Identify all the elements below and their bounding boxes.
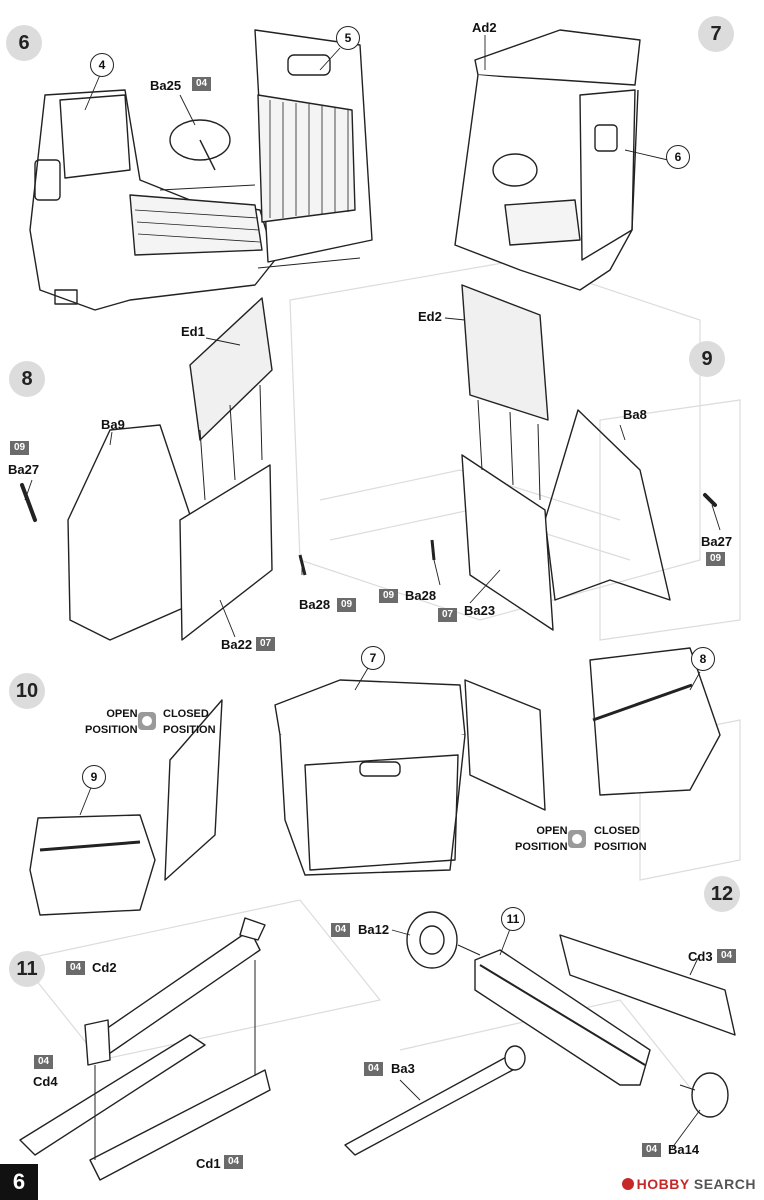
label-Ed2: Ed2 xyxy=(418,309,442,324)
step-badge-6: 6 xyxy=(6,25,42,61)
step7-cab-assembly xyxy=(454,29,641,291)
label-Ba28-left: Ba28 xyxy=(299,597,331,612)
code-Ba28-left: 09 xyxy=(337,598,357,612)
label-closed-position-right: CLOSED POSITION xyxy=(594,825,647,853)
watermark: HOBBY SEARCH xyxy=(621,1176,756,1192)
step-badge-9: 9 xyxy=(689,341,725,377)
label-Ad2: Ad2 xyxy=(472,20,497,35)
callout-part-6: 6 xyxy=(666,145,690,169)
callout-part-7: 7 xyxy=(361,646,385,670)
callout-part-9: 9 xyxy=(82,765,106,789)
label-Ba27-left: Ba27 xyxy=(8,462,40,477)
step-badge-11: 11 xyxy=(9,951,45,987)
step9-door-assembly xyxy=(430,284,717,631)
code-Cd3: 04 xyxy=(717,949,737,963)
label-Ba25: Ba25 xyxy=(150,78,182,93)
callout-part-8: 8 xyxy=(691,647,715,671)
code-Ba27-left: 09 xyxy=(10,441,30,455)
code-Cd4: 04 xyxy=(34,1055,54,1069)
label-open-position-right: OPEN POSITION xyxy=(515,825,568,853)
label-Ed1: Ed1 xyxy=(181,324,205,339)
step8-door-assembly xyxy=(20,297,307,641)
label-Ba8: Ba8 xyxy=(623,407,647,422)
code-Ba23: 07 xyxy=(438,608,458,622)
step10-cab-assembly xyxy=(29,647,721,916)
callout-part-5: 5 xyxy=(336,26,360,50)
step-badge-12: 12 xyxy=(704,876,740,912)
step11-chassis xyxy=(19,917,271,1181)
label-closed-position-left: CLOSED POSITION xyxy=(163,708,216,736)
step6-seat-back-5 xyxy=(254,29,373,263)
position-toggle-icon-right xyxy=(568,830,586,848)
code-Cd2: 04 xyxy=(66,961,86,975)
code-Ba12: 04 xyxy=(331,923,351,937)
label-open-position-left: OPEN POSITION xyxy=(85,708,138,736)
step6-cab-floor xyxy=(29,89,276,311)
label-Cd4: Cd4 xyxy=(33,1074,58,1089)
code-Ba22: 07 xyxy=(256,637,276,651)
watermark-brand: HOBBY xyxy=(636,1176,690,1192)
label-Cd1: Cd1 xyxy=(196,1156,221,1171)
code-Ba14: 04 xyxy=(642,1143,662,1157)
callout-part-4: 4 xyxy=(90,53,114,77)
position-toggle-icon-left xyxy=(138,712,156,730)
code-Cd1: 04 xyxy=(224,1155,244,1169)
label-Cd3: Cd3 xyxy=(688,949,713,964)
page-number: 6 xyxy=(0,1164,38,1200)
callout-part-11: 11 xyxy=(501,907,525,931)
label-Ba28-right: Ba28 xyxy=(405,588,437,603)
step6-arrows xyxy=(159,184,361,269)
label-Ba3: Ba3 xyxy=(391,1061,415,1076)
code-Ba27-right: 09 xyxy=(706,552,726,566)
code-Ba28-right: 09 xyxy=(379,589,399,603)
label-Ba12: Ba12 xyxy=(358,922,390,937)
label-Ba27-right: Ba27 xyxy=(701,534,733,549)
label-Ba14: Ba14 xyxy=(668,1142,700,1157)
label-Ba9: Ba9 xyxy=(101,417,125,432)
leader-lines xyxy=(24,35,721,1149)
label-Cd2: Cd2 xyxy=(92,960,117,975)
step-badge-8: 8 xyxy=(9,361,45,397)
code-Ba3: 04 xyxy=(364,1062,384,1076)
label-Ba22: Ba22 xyxy=(221,637,253,652)
watermark-logo-icon xyxy=(621,1178,634,1190)
label-Ba23: Ba23 xyxy=(464,603,496,618)
step-badge-7: 7 xyxy=(698,16,734,52)
step-badge-10: 10 xyxy=(9,673,45,709)
watermark-suffix: SEARCH xyxy=(693,1176,756,1192)
step12-axle xyxy=(344,911,736,1156)
code-Ba25: 04 xyxy=(192,77,212,91)
